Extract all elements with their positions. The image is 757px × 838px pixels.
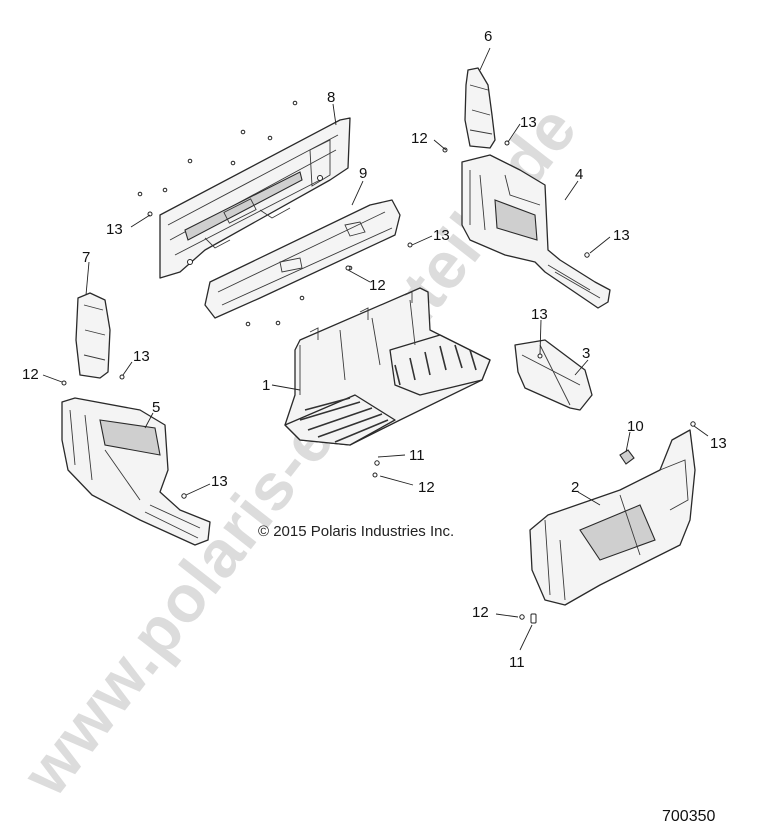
callout-11-b: 11 [509, 654, 525, 671]
callout-12-d: 12 [418, 479, 435, 496]
callout-12-e: 12 [472, 604, 489, 621]
part-3-bracket [514, 339, 593, 411]
callout-12-b: 12 [369, 277, 386, 294]
loose-fasteners [61, 140, 696, 624]
callout-9: 9 [359, 165, 367, 182]
copyright-text: © 2015 Polaris Industries Inc. [258, 523, 454, 540]
callouts: 6 8 9 4 3 1 5 7 2 10 11 11 12 12 12 12 1… [22, 28, 727, 671]
part-8-rear-panel [159, 117, 351, 279]
part-5-left-panel [61, 397, 211, 546]
callout-1: 1 [262, 377, 270, 394]
callout-8: 8 [327, 89, 335, 106]
callout-2: 2 [571, 479, 579, 496]
callout-13-c: 13 [613, 227, 630, 244]
callout-10: 10 [627, 418, 644, 435]
part-10-clip [619, 449, 635, 465]
callout-7: 7 [82, 249, 90, 266]
part-7-bracket [75, 292, 111, 379]
part-9-cross-member [204, 199, 401, 327]
callout-13-f: 13 [133, 348, 150, 365]
callout-13-d: 13 [106, 221, 123, 238]
callout-13-b: 13 [433, 227, 450, 244]
callout-3: 3 [582, 345, 590, 362]
part-6-bracket [464, 67, 496, 149]
document-number: 700350 [662, 808, 715, 825]
callout-12-a: 12 [411, 130, 428, 147]
callout-13-g: 13 [710, 435, 727, 452]
callout-13-a: 13 [520, 114, 537, 131]
part-8-fasteners [137, 100, 298, 217]
callout-6: 6 [484, 28, 492, 45]
callout-12-c: 12 [22, 366, 39, 383]
leader-lines [42, 47, 709, 651]
part-4-right-panel [461, 154, 611, 309]
callout-11-a: 11 [409, 447, 425, 464]
callout-5: 5 [152, 399, 160, 416]
part-2-right-side [529, 429, 696, 606]
callout-4: 4 [575, 166, 583, 183]
callout-13-h: 13 [211, 473, 228, 490]
callout-13-e: 13 [531, 306, 548, 323]
part-1-cargo-floor [284, 287, 491, 446]
